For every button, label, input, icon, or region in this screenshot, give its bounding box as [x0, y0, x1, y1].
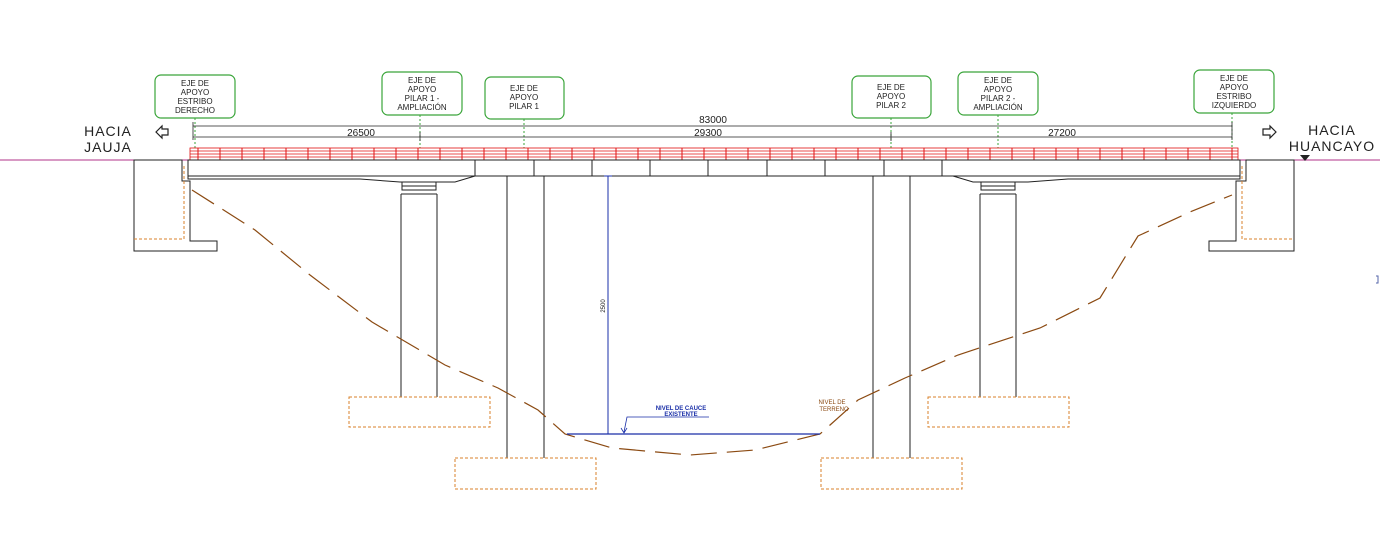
pier1-ext-line1: EJE DE: [408, 76, 436, 85]
pier2-ext-line3: PILAR 2 -: [981, 94, 1016, 103]
pier2-ext-line1: EJE DE: [984, 76, 1012, 85]
dimension-clearance: [604, 175, 612, 434]
left-arrow-icon: [155, 124, 169, 140]
railing-posts: [197, 148, 1233, 160]
abutment-left: [133, 159, 218, 252]
pier2-line3: PILAR 2: [876, 101, 906, 110]
footing-2-existing: [820, 457, 963, 490]
abutment-right: [1208, 159, 1295, 252]
dimension-span3-label: 27200: [1048, 128, 1076, 139]
direction-right-line1: HACIA: [1308, 122, 1356, 138]
pier-1-extension: [400, 181, 438, 397]
riverbed-label-line2: EXISTENTE: [664, 412, 697, 418]
right-arrow-icon: [1262, 124, 1277, 140]
dimension-span1-label: 26500: [347, 128, 375, 139]
pier1-ext-line2: APOYO: [408, 85, 436, 94]
label-box-pier2-extension: EJE DE APOYO PILAR 2 - AMPLIACIÓN: [957, 71, 1039, 116]
pier1-line3: PILAR 1: [509, 102, 539, 111]
pier-1-existing: [506, 176, 545, 458]
edge-mark: [1376, 275, 1379, 284]
label-box-pier1-extension: EJE DE APOYO PILAR 1 - AMPLIACIÓN: [381, 71, 463, 116]
pier2-ext-line2: APOYO: [984, 85, 1012, 94]
support-axis-leaders: [194, 113, 1233, 148]
abutment-right-line2: APOYO: [181, 88, 209, 97]
bridge-railing: [189, 147, 1239, 161]
direction-right-line2: HUANCAYO: [1289, 138, 1375, 154]
pier1-ext-line3: PILAR 1 -: [405, 94, 440, 103]
abutment-right-line3: ESTRIBO: [177, 97, 212, 106]
abutment-left-line1: EJE DE: [1220, 74, 1248, 83]
riverbed-label-line1: NIVEL DE CAUCE: [656, 406, 707, 412]
dimension-total-label: 83000: [699, 115, 727, 126]
pier1-line1: EJE DE: [510, 84, 538, 93]
pier-2-extension: [979, 181, 1017, 397]
label-box-abutment-left-bank: EJE DE APOYO ESTRIBO IZQUIERDO: [1193, 69, 1275, 114]
abutment-left-line3: ESTRIBO: [1216, 92, 1251, 101]
deck-segments: [474, 160, 943, 176]
label-box-pier2: EJE DE APOYO PILAR 2: [851, 75, 932, 119]
direction-left-line2: JAUJA: [84, 139, 132, 155]
pier2-line1: EJE DE: [877, 83, 905, 92]
abutment-left-extension: [134, 166, 185, 240]
terrain-profile: [191, 189, 1233, 456]
footing-1-existing: [454, 457, 597, 490]
terrain-label-line1: NIVEL DE: [818, 400, 845, 406]
riverbed-leader: [620, 416, 709, 434]
abutment-right-line4: DERECHO: [175, 106, 215, 115]
terrain-label-line2: TERRENO: [819, 407, 849, 413]
direction-left-line1: HACIA: [84, 123, 132, 139]
pier2-ext-line4: AMPLIACIÓN: [973, 103, 1023, 112]
abutment-right-extension: [1241, 166, 1294, 240]
abutment-right-line1: EJE DE: [181, 79, 209, 88]
label-box-abutment-right-bank: EJE DE APOYO ESTRIBO DERECHO: [154, 74, 236, 119]
label-box-pier1: EJE DE APOYO PILAR 1: [484, 76, 565, 120]
footing-1-extension: [348, 396, 491, 428]
abutment-left-line2: APOYO: [1220, 83, 1248, 92]
pier1-ext-line4: AMPLIACIÓN: [397, 103, 447, 112]
pier1-line2: APOYO: [510, 93, 538, 102]
dimension-span2-label: 29300: [694, 128, 722, 139]
pier2-line2: APOYO: [877, 92, 905, 101]
dimension-clearance-label: 2500: [601, 299, 607, 313]
pier-2-existing: [872, 176, 911, 458]
footing-2-extension: [927, 396, 1070, 428]
level-marker-icon: [1300, 155, 1310, 161]
bridge-deck: [187, 159, 1241, 183]
dimension-spans: [193, 132, 1232, 141]
abutment-left-line4: IZQUIERDO: [1212, 101, 1256, 110]
